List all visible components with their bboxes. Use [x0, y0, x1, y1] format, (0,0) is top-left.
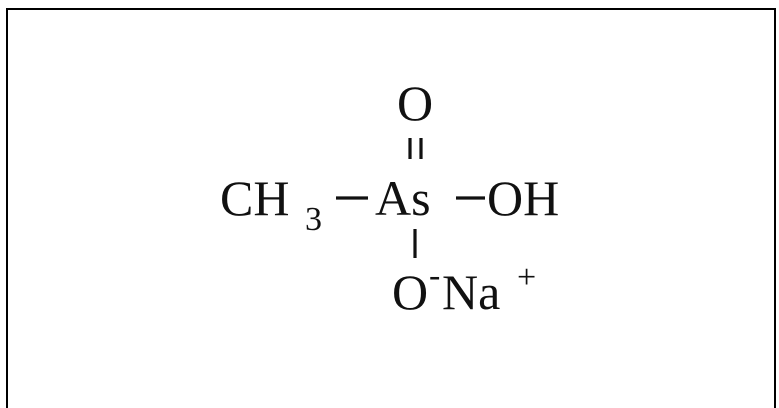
sodium-atom-label: Na: [442, 264, 500, 320]
structural-formula: CH 3 As OH O O - Na +: [220, 75, 559, 320]
oxo-oxygen-label: O: [397, 75, 433, 131]
figure-frame: [6, 8, 776, 408]
oxide-charge: -: [429, 257, 440, 294]
hydroxyl-group-label: OH: [487, 170, 559, 226]
methyl-group-label: CH: [220, 170, 289, 226]
arsenic-atom-label: As: [375, 170, 431, 226]
sodium-charge: +: [517, 259, 536, 296]
oxide-atom-label: O: [392, 264, 428, 320]
methyl-subscript: 3: [305, 201, 322, 238]
